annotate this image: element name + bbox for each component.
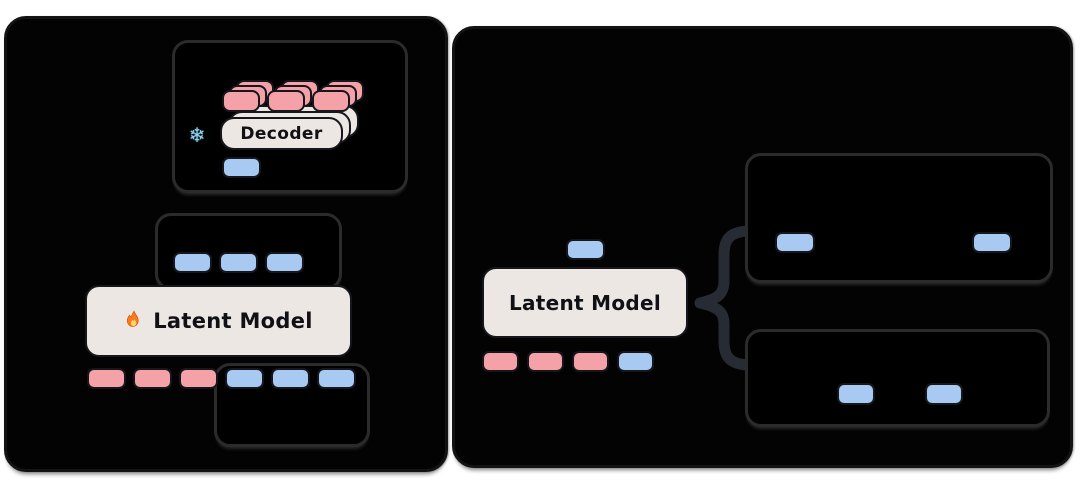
- stack-layer: [222, 90, 260, 112]
- latent-input-token-row: [87, 368, 356, 389]
- token-pink: [87, 368, 126, 389]
- pink-token-stack: [222, 80, 274, 112]
- branch-bottom-box: [745, 329, 1050, 427]
- token-blue: [225, 368, 264, 389]
- token-pink: [572, 351, 609, 372]
- decoder-input-token-row: [222, 157, 261, 178]
- token-blue: [925, 383, 963, 405]
- stack-layer: [312, 90, 350, 112]
- token-blue: [219, 252, 258, 273]
- token-pink: [133, 368, 172, 389]
- fire-icon: [127, 310, 139, 327]
- decoder-group-box: Decoder ❄: [172, 40, 408, 193]
- token-blue: [317, 368, 356, 389]
- right-panel: Latent Model: [452, 26, 1073, 468]
- stack-layer: [267, 90, 305, 112]
- latent-model-label: Latent Model: [153, 309, 313, 333]
- token-blue: [265, 252, 304, 273]
- token-blue: [972, 232, 1012, 253]
- latent-model-box: Latent Model: [85, 285, 352, 357]
- pink-token-stack: [312, 80, 364, 112]
- decoder-box: Decoder: [220, 117, 343, 150]
- token-blue: [837, 383, 875, 405]
- pink-token-stack: [267, 80, 319, 112]
- token-pink: [527, 351, 564, 372]
- decoder-stack: Decoder: [220, 105, 359, 150]
- decoder-label: Decoder: [240, 123, 323, 144]
- branch-brace: [694, 225, 754, 371]
- left-panel: Decoder ❄: [4, 16, 448, 472]
- latent-output-token-row: [566, 239, 605, 260]
- token-blue: [173, 252, 212, 273]
- latent-model-label: Latent Model: [508, 290, 662, 315]
- token-blue: [222, 157, 261, 178]
- token-blue: [775, 232, 815, 253]
- snowflake-icon: ❄: [188, 123, 206, 147]
- branch-top-box: [745, 153, 1053, 283]
- token-blue: [271, 368, 310, 389]
- latent-model-box: Latent Model: [482, 267, 688, 338]
- token-pink: [179, 368, 218, 389]
- token-blue: [617, 351, 654, 372]
- latent-input-token-row: [482, 351, 654, 372]
- latent-output-token-row: [173, 252, 304, 273]
- token-blue: [566, 239, 605, 260]
- token-pink: [482, 351, 519, 372]
